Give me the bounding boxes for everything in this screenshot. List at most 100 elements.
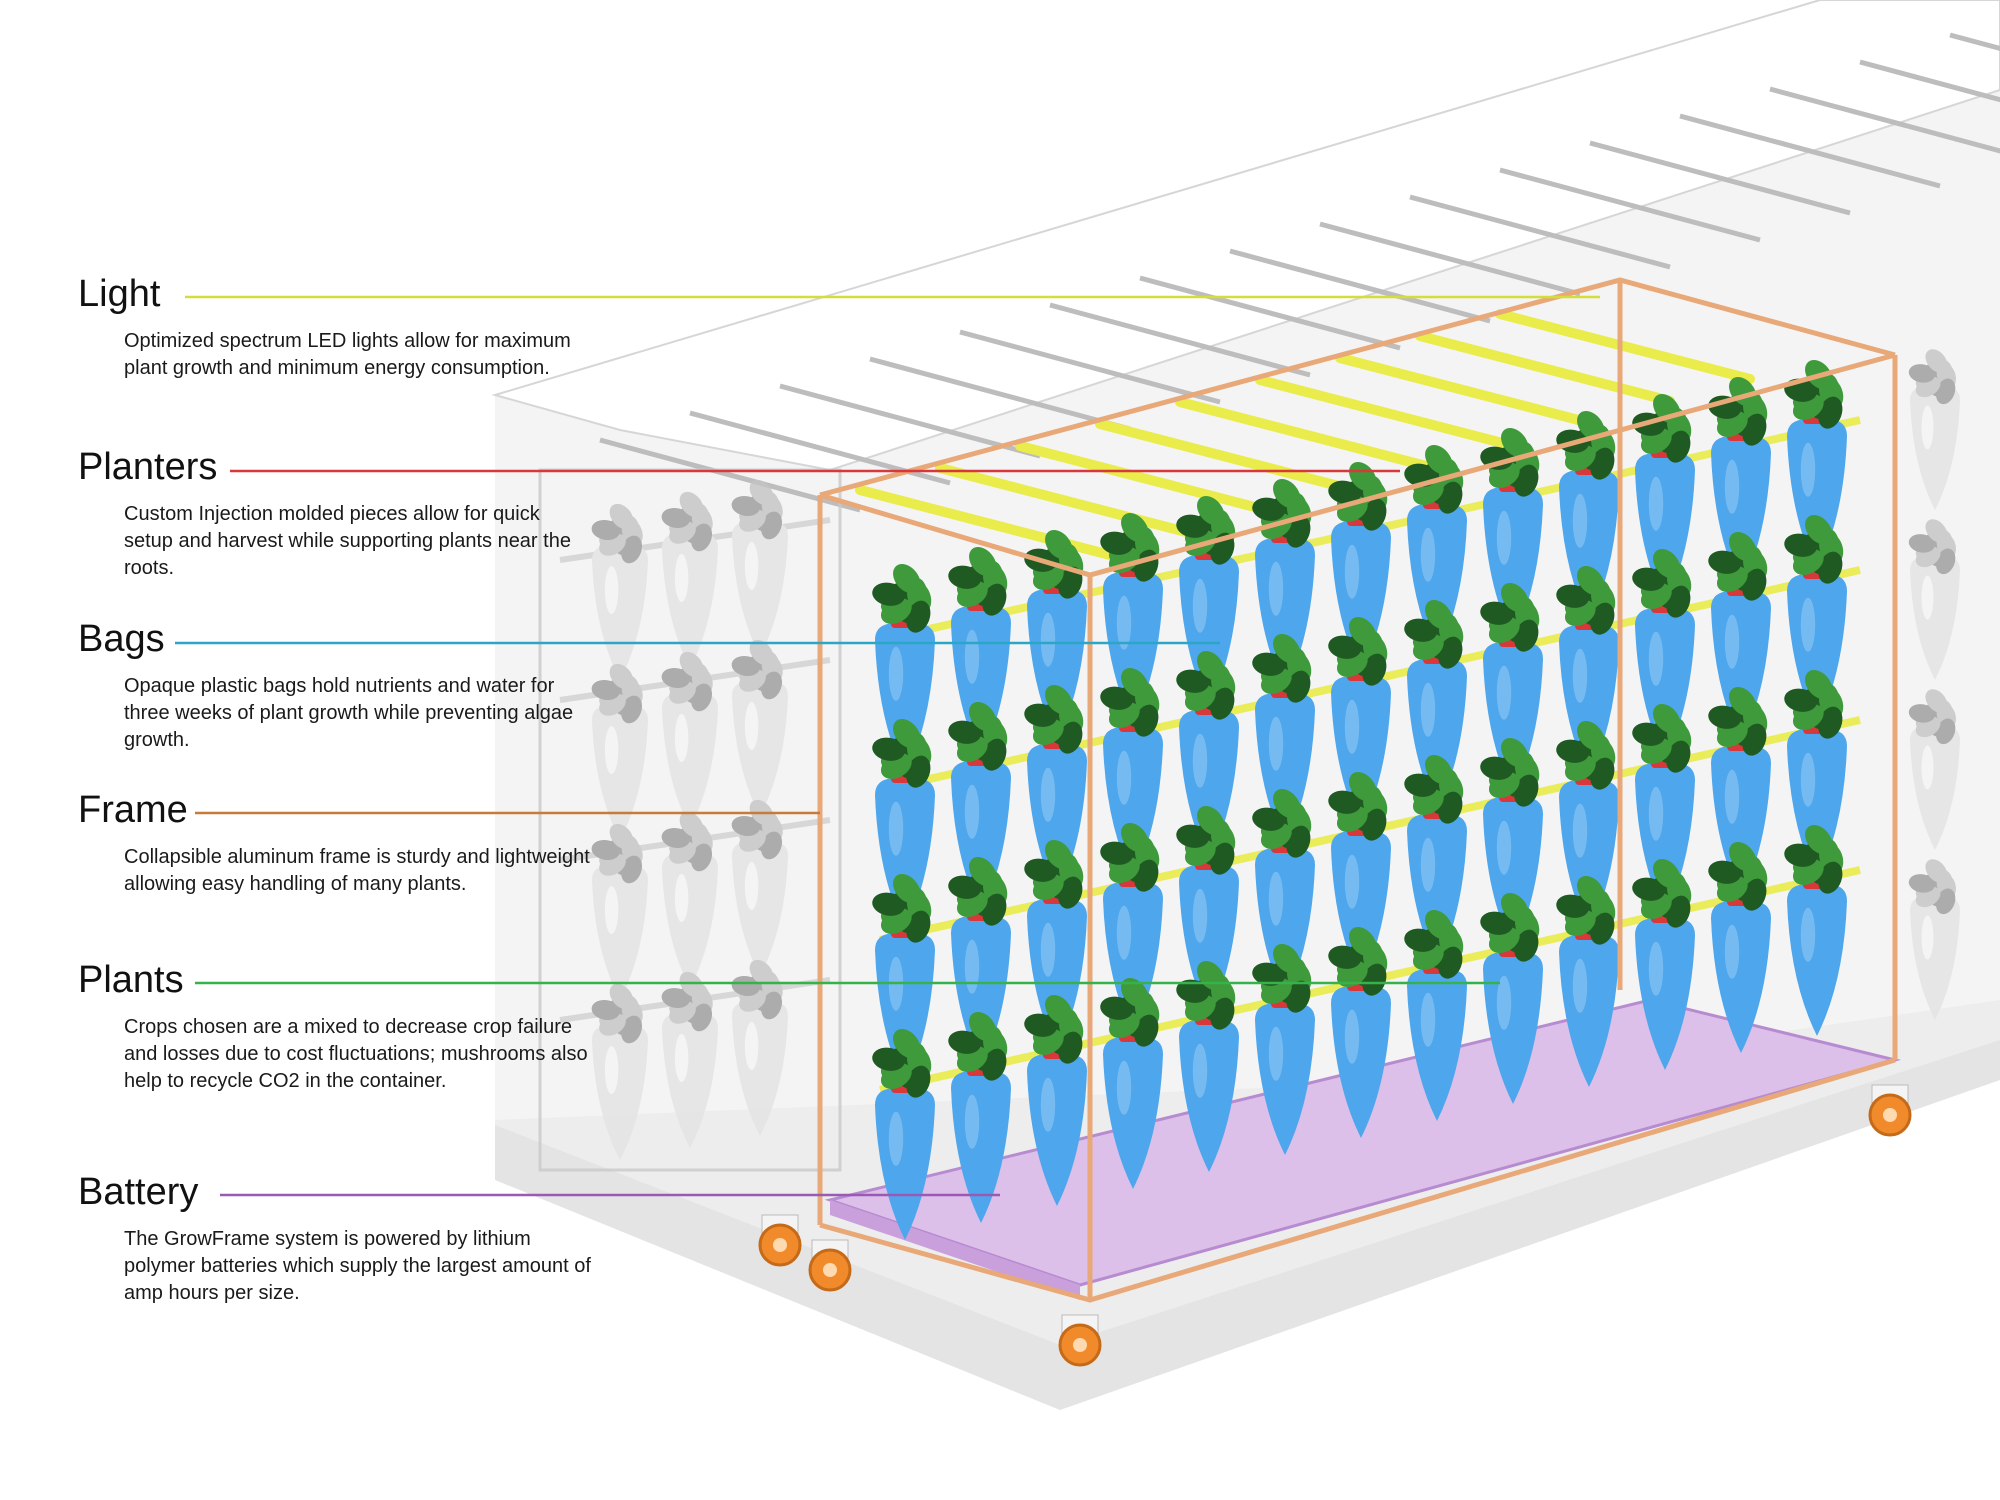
leaf (893, 1029, 921, 1059)
label-light-title: Light (78, 273, 161, 315)
leaf (1742, 878, 1767, 911)
plant (1176, 651, 1236, 720)
leaf (1818, 396, 1843, 429)
ghost-plant (591, 823, 643, 884)
leaf (1501, 893, 1529, 923)
bag-highlight (1921, 575, 1934, 620)
leaf (1590, 757, 1615, 790)
leaf (1045, 685, 1073, 715)
plant (1024, 840, 1084, 909)
bag-body (592, 1025, 648, 1160)
leaf (906, 910, 931, 943)
bag-highlight (674, 1034, 689, 1082)
leaf (948, 1030, 981, 1054)
leaf (761, 991, 783, 1020)
ghost-bag (732, 841, 788, 976)
ghost-bag (662, 1013, 718, 1148)
leaf (1404, 773, 1437, 797)
leaf (893, 564, 921, 594)
roof-beam (599, 437, 861, 513)
plant (1176, 496, 1236, 565)
ghost-plant (731, 639, 783, 700)
ghost-plant (731, 479, 783, 540)
leaf (1935, 888, 1956, 915)
bag-highlight (888, 1111, 904, 1166)
bag-highlight (1496, 510, 1512, 565)
plant (1404, 910, 1464, 979)
leaf (1121, 513, 1149, 543)
label-light: Light Optimized spectrum LED lights allo… (78, 272, 598, 382)
plant (1252, 479, 1312, 548)
bag-highlight (1724, 459, 1740, 514)
leaf (1438, 481, 1463, 514)
bag-body (592, 865, 648, 1000)
leaf (1501, 738, 1529, 768)
ghost-plant (591, 663, 643, 724)
leaf (1501, 428, 1529, 458)
frame-top-front (819, 352, 1896, 578)
leaf (1556, 739, 1589, 763)
leaf (1708, 705, 1741, 729)
plant (1328, 927, 1388, 996)
roof-beam (1949, 32, 2000, 52)
leaf (761, 831, 783, 860)
leaf (1729, 532, 1757, 562)
bag-highlight (1040, 767, 1056, 822)
ghost-plants (591, 479, 788, 1160)
leaf (1349, 617, 1377, 647)
container-roof (491, 0, 2000, 472)
plant (1556, 566, 1616, 635)
bag-highlight (1040, 612, 1056, 667)
leaf (1908, 364, 1935, 383)
nutrient-bag (1787, 884, 1847, 1036)
bag-highlight (1192, 888, 1208, 943)
leaf (1404, 618, 1437, 642)
leaf (661, 827, 690, 849)
leaf (1058, 566, 1083, 599)
leaf (1210, 842, 1235, 875)
wheel-hub (773, 1238, 787, 1252)
leaf (1438, 946, 1463, 979)
roof-beam (1139, 275, 1401, 351)
caster-wheel (758, 1214, 802, 1267)
ghost-bag (732, 1001, 788, 1136)
leaf (906, 600, 931, 633)
leaf (761, 671, 783, 700)
bag-highlight (1648, 476, 1664, 531)
background-growframe-right (1908, 349, 1960, 1020)
plant (1556, 876, 1616, 945)
ghost-plant (591, 503, 643, 564)
leaf (609, 503, 634, 530)
leaf (591, 839, 620, 861)
ghost-plant (731, 799, 783, 860)
bag-body (1910, 386, 1960, 510)
leaf (893, 719, 921, 749)
plant (1480, 583, 1540, 652)
ghost-plant (731, 959, 783, 1020)
plant (1404, 755, 1464, 824)
leaf (1273, 944, 1301, 974)
leaf (1404, 928, 1437, 952)
leaf (1577, 721, 1605, 751)
bag-highlight (888, 801, 904, 856)
leaf (679, 491, 704, 518)
bag-highlight (1420, 837, 1436, 892)
bag-body (1910, 556, 1960, 680)
plant (948, 857, 1008, 926)
plant (1632, 704, 1692, 773)
label-planters: Planters Custom Injection molded pieces … (78, 445, 598, 582)
bag-highlight (1800, 597, 1816, 652)
leaf (609, 823, 634, 850)
leaf (1925, 349, 1948, 373)
ghost-plant (1908, 519, 1956, 575)
bag-highlight (604, 566, 619, 614)
plant (948, 1012, 1008, 1081)
bag-highlight (888, 646, 904, 701)
leaf (969, 1012, 997, 1042)
bag-highlight (1921, 405, 1934, 450)
leaf (621, 1015, 643, 1044)
leaf (1805, 515, 1833, 545)
leaf (731, 815, 760, 837)
leaf (1286, 670, 1311, 703)
